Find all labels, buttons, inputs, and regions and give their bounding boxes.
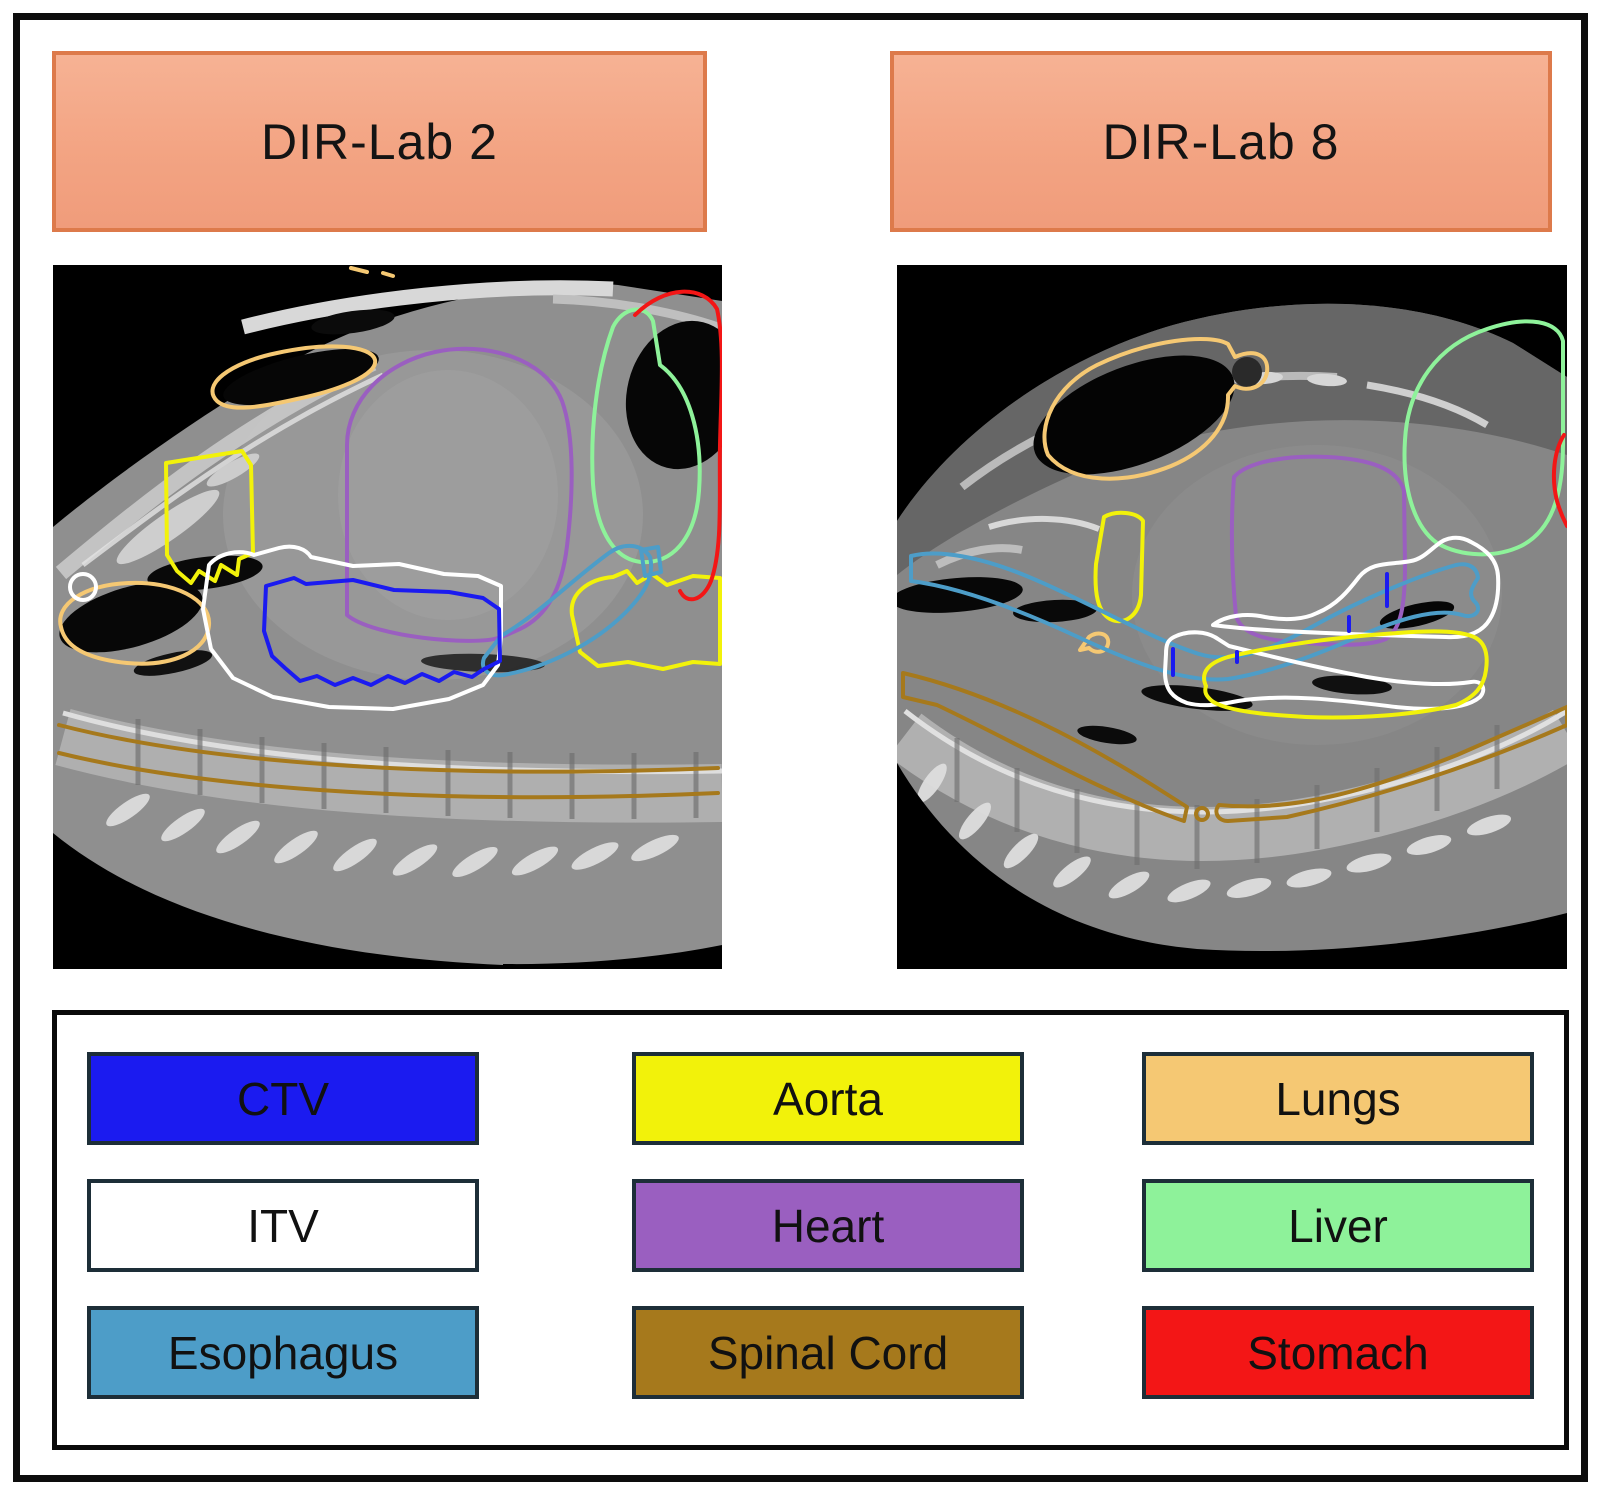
legend-item-itv: ITV [87, 1179, 479, 1272]
stomach-contour [633, 289, 722, 602]
ct-sagittal-slice-2 [53, 265, 722, 969]
legend-label: Spinal Cord [707, 1326, 949, 1379]
spinal-cord-contour [57, 723, 720, 800]
legend-item-stomach: Stomach [1142, 1306, 1534, 1399]
ct-contours-dirlab2 [57, 266, 722, 800]
legend-label: Lungs [1275, 1072, 1401, 1125]
legend-item-spinal-cord: Spinal Cord [632, 1306, 1024, 1399]
legend-item-heart: Heart [632, 1179, 1024, 1272]
legend: CTV ITV Esophagus Aorta Heart Spinal Cor… [52, 1010, 1569, 1450]
itv-contour-small [68, 572, 98, 602]
legend-label: ITV [247, 1199, 319, 1252]
lungs-contour [1042, 337, 1270, 481]
panel-title-text: DIR-Lab 2 [261, 113, 498, 170]
ct-sagittal-slice-8 [897, 265, 1567, 969]
stomach-contour [1551, 433, 1567, 528]
heart-contour [1229, 454, 1407, 647]
aorta-contour-upper [164, 449, 255, 585]
spinal-cord-contour-left [901, 671, 1189, 823]
liver-contour [1402, 319, 1565, 557]
aorta-contour-lower [1202, 629, 1489, 720]
ct-contours-dirlab8 [901, 319, 1567, 823]
ctv-tick-marks [1171, 572, 1389, 677]
legend-label: Liver [1288, 1199, 1388, 1252]
aorta-contour-upper [1093, 510, 1145, 624]
lung-top-mark [349, 266, 395, 278]
itv-contour-upper [1211, 535, 1501, 640]
panel-title-text: DIR-Lab 8 [1102, 113, 1340, 170]
legend-label: CTV [237, 1072, 329, 1125]
legend-item-aorta: Aorta [632, 1052, 1024, 1145]
ct-image-dirlab2 [53, 265, 722, 969]
legend-item-esophagus: Esophagus [87, 1306, 479, 1399]
esophagus-contour [909, 551, 1481, 682]
liver-contour [590, 307, 702, 565]
panel-title-dirlab2: DIR-Lab 2 [52, 51, 707, 232]
legend-label: Heart [771, 1199, 885, 1252]
legend-item-ctv: CTV [87, 1052, 479, 1145]
legend-label: Aorta [773, 1072, 883, 1125]
legend-label: Esophagus [167, 1326, 399, 1379]
esophagus-notch [639, 545, 663, 578]
figure-border: DIR-Lab 2 DIR-Lab 8 [13, 13, 1588, 1482]
lungs-contour-lower [58, 580, 212, 666]
spinal-cord-dot [1194, 806, 1210, 822]
legend-label: Stomach [1247, 1326, 1429, 1379]
aorta-contour-lower [569, 569, 722, 671]
spinal-cord-contour-right [1214, 705, 1567, 823]
panel-title-dirlab8: DIR-Lab 8 [890, 51, 1552, 232]
legend-item-lungs: Lungs [1142, 1052, 1534, 1145]
ct-image-dirlab8 [897, 265, 1567, 969]
ctv-contour [262, 576, 502, 687]
legend-item-liver: Liver [1142, 1179, 1534, 1272]
lungs-contour-tiny [1078, 631, 1111, 654]
esophagus-contour [481, 544, 654, 678]
lungs-contour-upper [210, 344, 378, 410]
itv-contour-main [201, 544, 503, 711]
